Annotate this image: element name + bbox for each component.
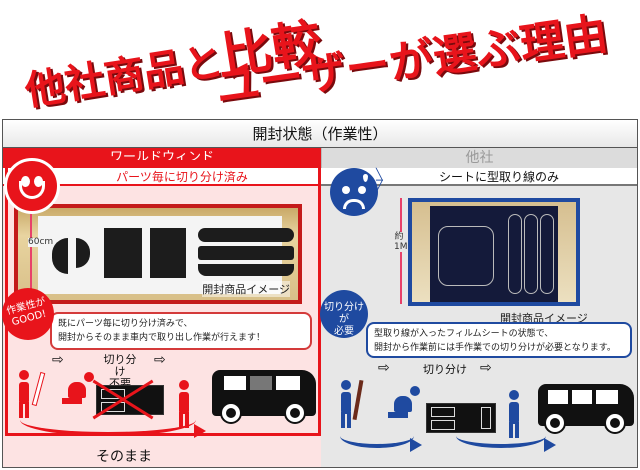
worldwind-product-photo: 60cm 開封商品イメージ xyxy=(14,204,302,304)
competitor-header: 他社 xyxy=(321,148,637,168)
photo-caption: 開封商品イメージ xyxy=(500,312,588,325)
film-box-icon xyxy=(426,403,496,433)
cut-line xyxy=(508,214,522,294)
film-piece xyxy=(104,228,142,278)
dark-film-sheet xyxy=(430,206,558,302)
cut-line xyxy=(524,214,538,294)
van-icon xyxy=(538,384,634,432)
flow-label: 切り分け xyxy=(423,363,467,376)
headline: 他社商品と比較 ユーザーが選ぶ理由 xyxy=(0,0,640,116)
note-line: 開封からそのまま車内で取り出し作業が行えます！ xyxy=(58,333,266,343)
right-arrow-icon: ⇨ xyxy=(480,360,492,376)
section-title: 開封状態（作業性） xyxy=(3,120,637,148)
note-line: 型取り線が入ったフィルムシートの状態で、 xyxy=(374,329,554,339)
dimension-label: 60cm xyxy=(28,238,53,247)
film-piece xyxy=(198,264,294,276)
worldwind-subtitle: パーツ毎に切り分け済み xyxy=(3,168,321,186)
sad-face-icon xyxy=(330,168,378,216)
right-arrow-icon: ⇨ xyxy=(52,352,64,368)
badge-line: 切り分けが xyxy=(324,302,364,325)
dimension-label: 約1M xyxy=(394,232,408,252)
headline-text-a: 他社商品と xyxy=(22,38,227,116)
film-sheet xyxy=(38,216,294,294)
arrow-head-icon xyxy=(194,424,206,438)
cut-line xyxy=(540,214,554,294)
flow-curve xyxy=(456,436,546,448)
cutting-required-badge: 切り分けが 必要 xyxy=(320,290,368,338)
as-is-label: そのまま xyxy=(96,449,152,465)
arrow-head-icon xyxy=(410,438,422,452)
worldwind-note: 既にパーツ毎に切り分け済みで、 開封からそのまま車内で取り出し作業が行えます！ xyxy=(50,312,312,350)
right-arrow-icon: ⇨ xyxy=(378,360,390,376)
smile-face-icon xyxy=(4,158,60,214)
film-piece xyxy=(198,228,294,242)
photo-caption: 開封商品イメージ xyxy=(202,281,290,297)
competitor-product-photo xyxy=(408,198,580,306)
note-line: 開封から作業前には手作業での切り分けが必要となります。 xyxy=(374,343,616,353)
right-arrow-icon: ⇨ xyxy=(154,352,166,368)
van-icon xyxy=(212,370,316,422)
film-piece xyxy=(198,246,294,260)
flow-curve xyxy=(20,420,196,436)
badge-line: 必要 xyxy=(334,326,354,337)
competitor-subtitle: シートに型取り線のみ xyxy=(321,168,637,186)
sweat-icon: ╲─╱ xyxy=(376,168,383,193)
competitor-note: 型取り線が入ったフィルムシートの状態で、 開封から作業前には手作業での切り分けが… xyxy=(366,322,632,358)
film-piece xyxy=(150,228,186,278)
note-line: 既にパーツ毎に切り分け済みで、 xyxy=(58,319,193,329)
dimension-arrow xyxy=(30,210,32,290)
arrow-head-icon xyxy=(544,438,556,452)
film-piece xyxy=(52,238,68,274)
flow-label-line: 切り分け xyxy=(103,353,137,378)
film-piece xyxy=(76,238,90,268)
cut-line xyxy=(438,226,494,286)
flow-curve xyxy=(340,436,414,448)
